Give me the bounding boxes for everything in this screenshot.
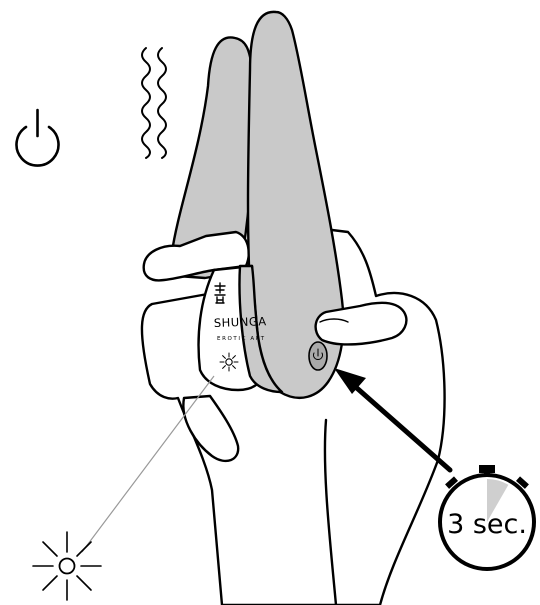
- brand-name: SHUNGA: [214, 314, 267, 330]
- thumb-nail: [319, 318, 349, 323]
- stopwatch-icon: 3 sec.: [438, 465, 536, 571]
- led-indicator-icon: [219, 352, 239, 372]
- hand-thumb: [314, 301, 408, 346]
- device-base-shade: [238, 264, 284, 394]
- hand-wrist-line: [323, 418, 338, 605]
- device-button-symbol: [313, 348, 323, 360]
- kanji-logo-icon: [214, 282, 226, 304]
- device-right-arm: [246, 10, 345, 399]
- led-leader-line: [81, 375, 215, 553]
- hand-index-finger: [182, 394, 240, 463]
- timer-elapsed-wedge: [487, 479, 509, 522]
- vibration-waves-icon: [141, 47, 167, 159]
- light-burst-icon: [32, 531, 102, 601]
- power-icon: [15, 108, 60, 167]
- brand-tagline: EROTIC ART: [217, 336, 266, 342]
- timer-label: 3 sec.: [447, 509, 527, 540]
- press-arrow-icon: [334, 368, 453, 473]
